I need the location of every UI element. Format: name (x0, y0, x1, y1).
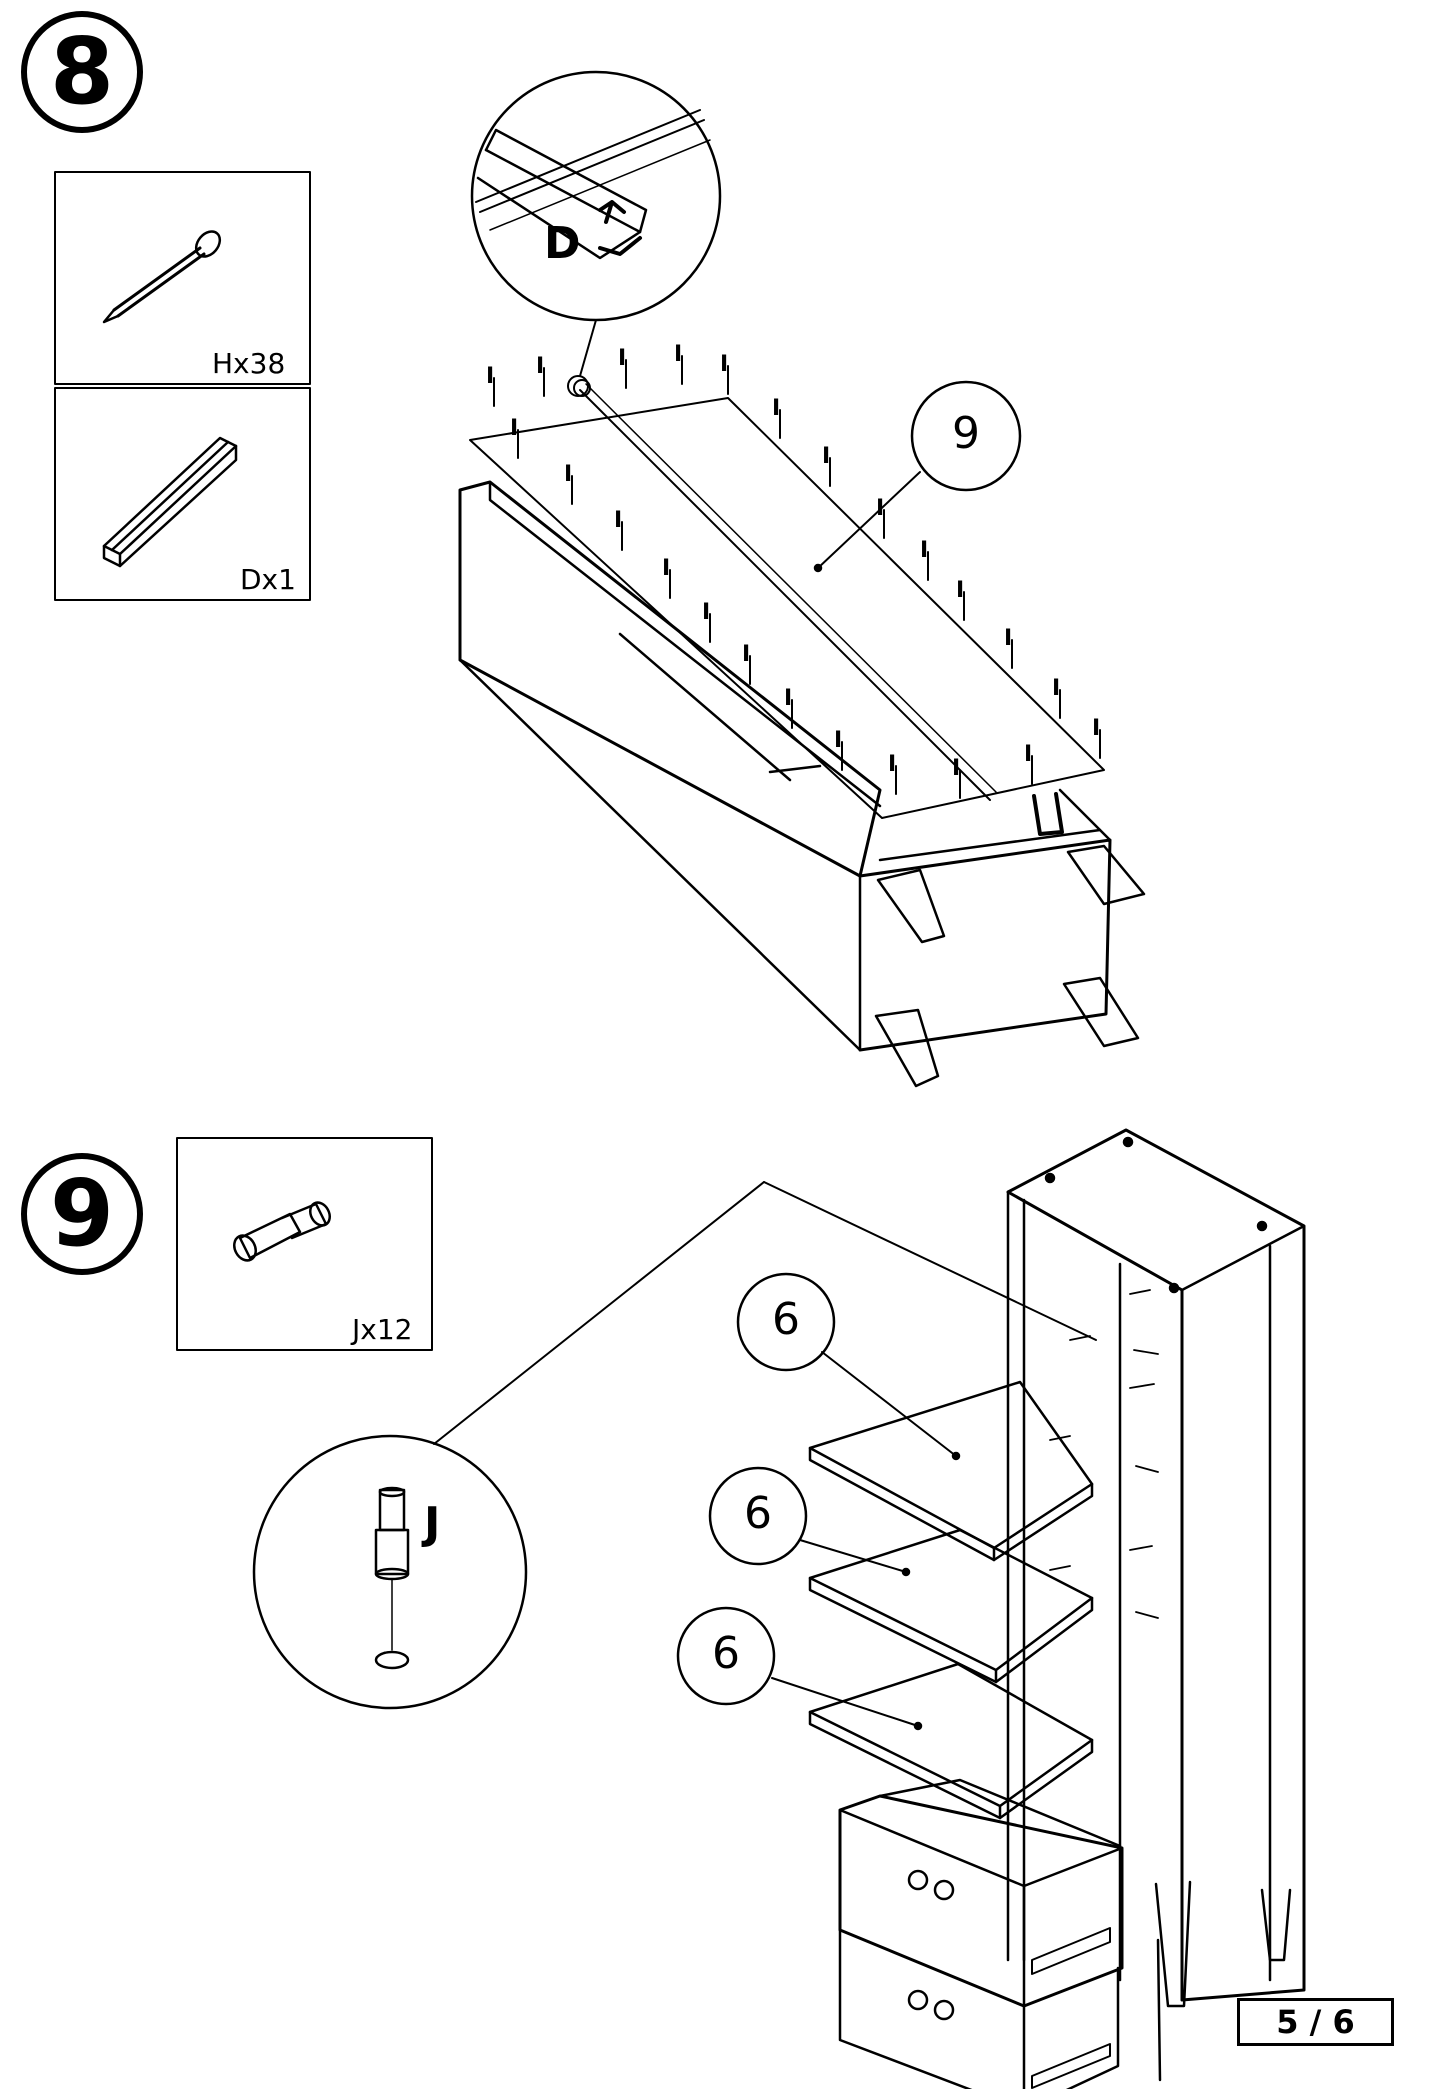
detail-d-letter: D (544, 218, 581, 269)
detail-j-magnifier (252, 1181, 1097, 1710)
nail-label: I (1004, 626, 1013, 651)
nail-label: I (1092, 716, 1101, 741)
shelf-pin-icon (233, 1201, 331, 1262)
part-d-qty: Dx1 (240, 563, 296, 596)
detail-j-letter: J (424, 1498, 441, 1549)
shelf-bottom (808, 1662, 1094, 1820)
shelf-callout-2: 6 (744, 1488, 772, 1539)
nail-label: I (876, 496, 885, 521)
nails-group (493, 355, 1101, 799)
nail-label: I (564, 462, 573, 487)
tall-cabinet (1006, 1128, 1306, 2082)
nail-label: I (956, 578, 965, 603)
nail-label: I (888, 752, 897, 777)
step-9-number: 9 (49, 1160, 114, 1267)
nail-label: I (920, 538, 929, 563)
nail-label: I (662, 556, 671, 581)
drawers (838, 1778, 1124, 2089)
step-9-badge (21, 1153, 143, 1275)
part-box-d (54, 387, 311, 601)
page-number: 5 / 6 (1237, 1998, 1394, 2046)
nail-label: I (618, 346, 627, 371)
nail-label: I (674, 342, 683, 367)
nail-label: I (536, 354, 545, 379)
nail-label: I (772, 396, 781, 421)
nail-label: I (952, 756, 961, 781)
nail-label: I (486, 364, 495, 389)
part-h-qty: Hx38 (212, 347, 286, 380)
shelf-callouts (676, 1272, 957, 1727)
nail-label: I (822, 444, 831, 469)
nail-label: I (834, 728, 843, 753)
shelf-callout-3: 6 (712, 1628, 740, 1679)
nail-label: I (742, 642, 751, 667)
shelf-top (808, 1380, 1094, 1562)
panel-9-label: 9 (952, 408, 980, 459)
nail-label: I (784, 686, 793, 711)
connector-strip-icon (102, 436, 238, 568)
nail-icon (102, 230, 222, 324)
part-j-qty: Jx12 (352, 1313, 413, 1346)
cabinet-body-step8 (458, 480, 1146, 1088)
shelf-callout-1: 6 (772, 1294, 800, 1345)
nail-label: I (702, 600, 711, 625)
back-panel-9 (469, 379, 1105, 819)
step-8-badge (21, 11, 143, 133)
nail-label: I (720, 352, 729, 377)
nail-label: I (1024, 742, 1033, 767)
nail-label: I (614, 508, 623, 533)
detail-d-magnifier (470, 70, 722, 397)
panel-9-callout (813, 380, 1022, 573)
nail-label: I (1052, 676, 1061, 701)
part-box-h (54, 171, 311, 385)
part-box-j (176, 1137, 433, 1351)
shelf-middle (808, 1528, 1094, 1684)
nail-label: I (510, 416, 519, 441)
step-8-number: 8 (49, 18, 114, 125)
